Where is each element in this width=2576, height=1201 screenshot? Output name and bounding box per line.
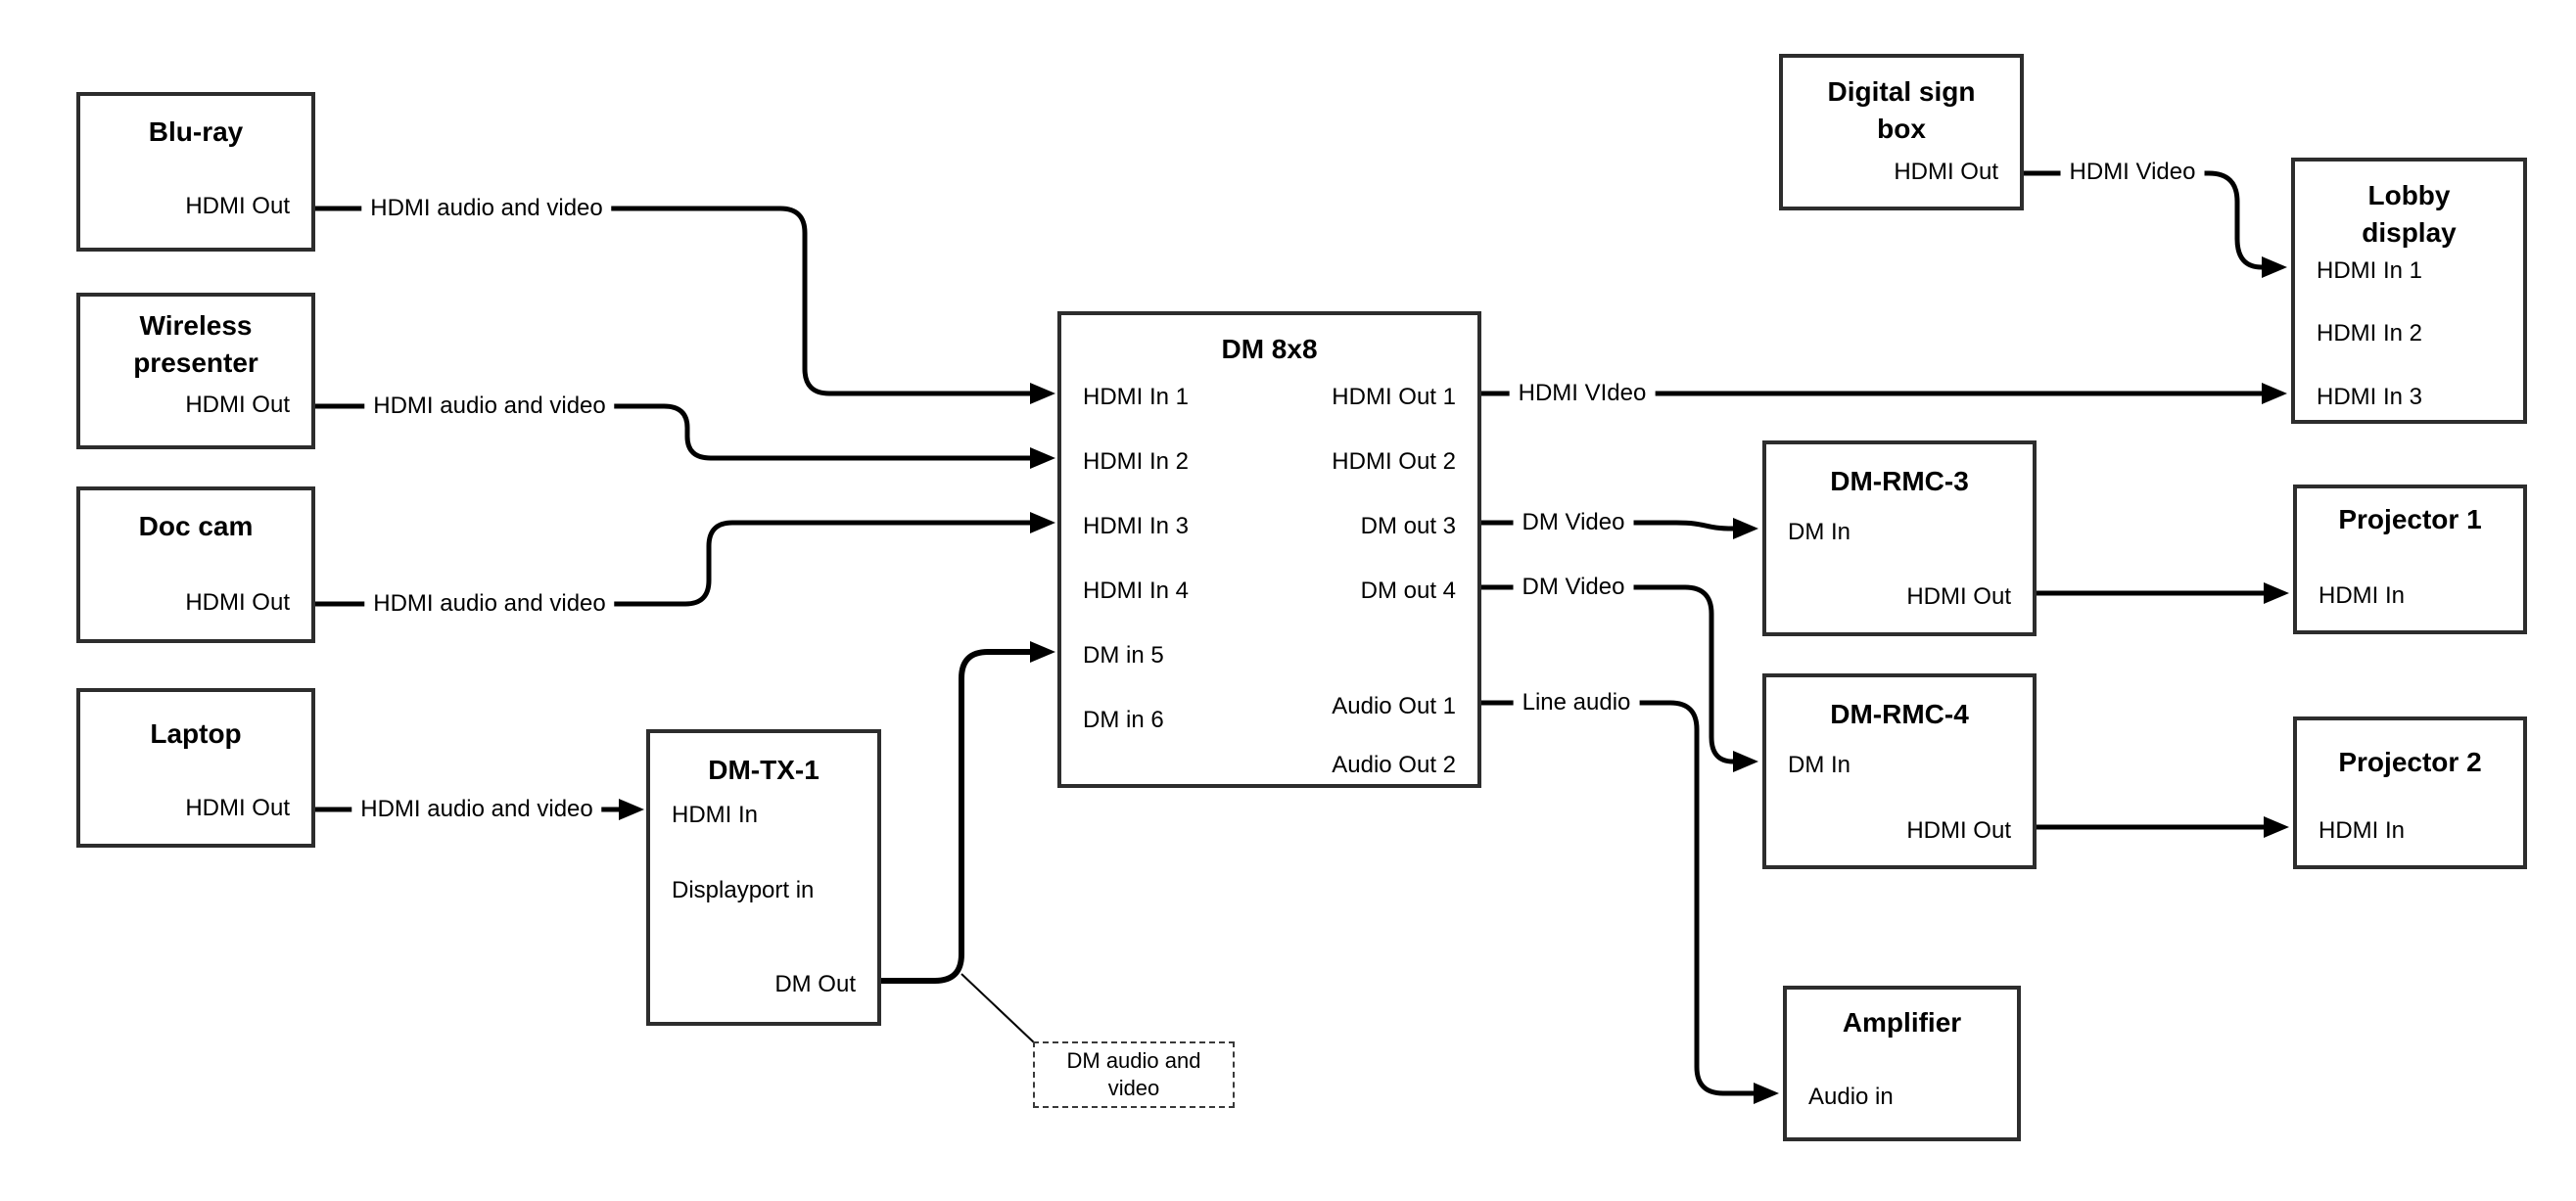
wire-label-doccam: HDMI audio and video [364, 590, 615, 618]
port-digitalsign-hdmi-out: HDMI Out [1894, 159, 1998, 185]
port-dmrmc3-dm-in: DM In [1788, 519, 1851, 545]
node-amplifier-title: Amplifier [1842, 1007, 1962, 1038]
port-dm8x8-audio-out-1: Audio Out 1 [1332, 693, 1456, 719]
node-bluray-title: Blu-ray [148, 116, 244, 147]
port-amp-audio-in: Audio in [1808, 1084, 1894, 1110]
wire-dm8x8-audio1-to-amp [1480, 700, 1754, 1096]
wire-label-audio-out1: Line audio [1513, 689, 1640, 716]
arrowhead-lobby-in3 [2262, 383, 2287, 404]
port-dmrmc3-hdmi-out: HDMI Out [1906, 583, 2011, 610]
port-dm8x8-dm-out-3: DM out 3 [1360, 513, 1456, 539]
port-dm8x8-audio-out-2: Audio Out 2 [1332, 752, 1456, 778]
port-lobby-hdmi-in-2: HDMI In 2 [2317, 320, 2423, 346]
port-laptop-hdmi-out: HDMI Out [185, 795, 290, 821]
port-bluray-hdmi-out: HDMI Out [185, 193, 290, 219]
wire-wireless-to-dm8x8-in2 [315, 403, 1030, 461]
wire-label-laptop: HDMI audio and video [351, 796, 602, 823]
port-dm8x8-hdmi-in-2: HDMI In 2 [1083, 448, 1190, 475]
port-dmrmc4-dm-in: DM In [1788, 752, 1851, 778]
wire-doccam-to-dm8x8-in3 [315, 520, 1030, 607]
port-proj1-hdmi-in: HDMI In [2318, 582, 2406, 609]
arrowhead-dm8x8-in2 [1030, 447, 1055, 469]
node-laptop: Laptop HDMI Out [76, 688, 315, 848]
arrowhead-dm8x8-in5 [1030, 641, 1055, 663]
node-dm-8x8-title: DM 8x8 [1221, 334, 1318, 364]
annotation-dm-audio-video: DM audio and video [1033, 1041, 1235, 1108]
wire-bluray-to-dm8x8-in1 [315, 206, 1030, 396]
port-dmtx1-displayport-in: Displayport in [672, 877, 815, 903]
port-dm8x8-hdmi-out-2: HDMI Out 2 [1332, 448, 1456, 475]
node-dm-rmc-3-title: DM-RMC-3 [1830, 466, 1969, 496]
wire-digitalsign-to-lobby-in1 [2019, 170, 2263, 270]
node-projector-1: Projector 1 HDMI In [2293, 485, 2527, 634]
port-dmrmc4-hdmi-out: HDMI Out [1906, 817, 2011, 844]
port-doccam-hdmi-out: HDMI Out [185, 589, 290, 616]
wire-label-digital-sign: HDMI Video [2060, 159, 2205, 186]
port-wireless-hdmi-out: HDMI Out [185, 392, 290, 418]
port-dm8x8-hdmi-in-1: HDMI In 1 [1083, 384, 1190, 410]
port-proj2-hdmi-in: HDMI In [2318, 817, 2406, 844]
node-laptop-title: Laptop [150, 718, 242, 749]
node-dm-8x8: DM 8x8 HDMI In 1 HDMI In 2 HDMI In 3 HDM… [1057, 311, 1481, 788]
port-dm8x8-dm-in-5: DM in 5 [1083, 642, 1164, 669]
wire-label-wireless: HDMI audio and video [364, 393, 615, 420]
arrowhead-dmtx1-hdmi-in [619, 799, 644, 820]
port-dmtx1-hdmi-in: HDMI In [672, 802, 759, 828]
node-amplifier: Amplifier Audio in [1783, 986, 2021, 1141]
wire-label-bluray: HDMI audio and video [361, 195, 612, 222]
arrowhead-amp-audio-in [1754, 1083, 1779, 1104]
annotation-leader-line [960, 973, 1036, 1044]
wire-dm8x8-out3-to-dmrmc3 [1480, 520, 1734, 531]
port-dm8x8-hdmi-in-4: HDMI In 4 [1083, 577, 1190, 604]
node-digital-sign-box: Digital sign box HDMI Out [1779, 54, 2024, 210]
wire-label-dm-out4: DM Video [1513, 574, 1634, 601]
node-dm-tx-1: DM-TX-1 HDMI In Displayport in DM Out [646, 729, 881, 1026]
arrowhead-dm8x8-in3 [1030, 512, 1055, 533]
arrowhead-dm8x8-in1 [1030, 383, 1055, 404]
wire-label-matrix-out1: HDMI VIdeo [1509, 380, 1656, 407]
node-dm-tx-1-title: DM-TX-1 [708, 755, 820, 785]
node-dm-rmc-3: DM-RMC-3 DM In HDMI Out [1762, 440, 2037, 636]
node-dm-rmc-4-title: DM-RMC-4 [1830, 699, 1969, 729]
wire-dmtx1-to-dm8x8-in5 [881, 649, 1030, 984]
port-lobby-hdmi-in-1: HDMI In 1 [2317, 257, 2423, 284]
port-dm8x8-hdmi-out-1: HDMI Out 1 [1332, 384, 1456, 410]
node-bluray: Blu-ray HDMI Out [76, 92, 315, 252]
port-dm8x8-dm-out-4: DM out 4 [1360, 577, 1456, 604]
port-dm8x8-dm-in-6: DM in 6 [1083, 707, 1164, 733]
arrowhead-dmrmc4-dm-in [1733, 751, 1758, 772]
port-dm8x8-hdmi-in-3: HDMI In 3 [1083, 513, 1190, 539]
wire-dm8x8-out4-to-dmrmc4 [1480, 584, 1734, 764]
node-dm-rmc-4: DM-RMC-4 DM In HDMI Out [1762, 673, 2037, 869]
arrowhead-proj1-hdmi-in [2264, 582, 2289, 604]
node-doc-cam-title: Doc cam [138, 511, 254, 541]
node-wireless-presenter: Wireless presenter HDMI Out [76, 293, 315, 449]
node-projector-2: Projector 2 HDMI In [2293, 716, 2527, 869]
arrowhead-dmrmc3-dm-in [1733, 518, 1758, 539]
node-projector-1-title: Projector 1 [2338, 504, 2482, 534]
node-wireless-presenter-title: Wireless presenter [133, 310, 258, 378]
arrowhead-lobby-in1 [2262, 256, 2287, 278]
node-lobby-display-title: Lobby display [2362, 180, 2457, 248]
node-projector-2-title: Projector 2 [2338, 747, 2482, 777]
node-doc-cam: Doc cam HDMI Out [76, 486, 315, 643]
node-digital-sign-box-title: Digital sign box [1827, 76, 1976, 144]
node-lobby-display: Lobby display HDMI In 1 HDMI In 2 HDMI I… [2291, 158, 2527, 424]
port-dmtx1-dm-out: DM Out [774, 971, 856, 997]
wire-label-dm-out3: DM Video [1513, 509, 1634, 536]
port-lobby-hdmi-in-3: HDMI In 3 [2317, 384, 2423, 410]
arrowhead-proj2-hdmi-in [2264, 816, 2289, 838]
